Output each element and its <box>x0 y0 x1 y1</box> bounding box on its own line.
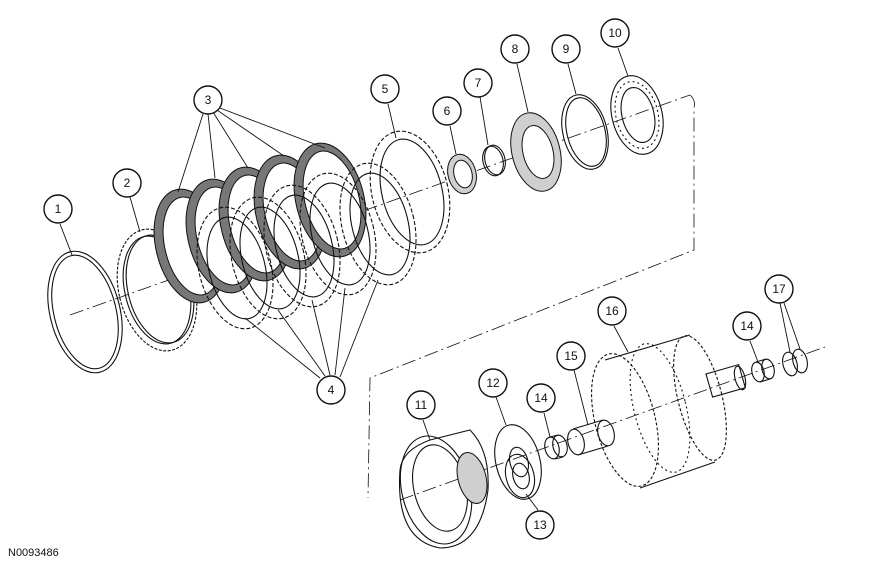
callout-4: 4 <box>316 375 346 405</box>
steel-plate <box>229 196 307 320</box>
callout-6: 6 <box>432 96 462 126</box>
callout-10-label: 10 <box>608 26 622 40</box>
callout-16-label: 16 <box>605 304 619 318</box>
callout-8: 8 <box>500 34 530 64</box>
callout-3-label: 3 <box>205 93 212 107</box>
callout-9: 9 <box>551 34 581 64</box>
part-6-ring <box>447 153 477 195</box>
part-12-thrust-washer <box>494 424 542 500</box>
callout-1-label: 1 <box>55 202 62 216</box>
part-8-piston <box>510 112 562 192</box>
part-7-seal <box>482 144 506 177</box>
callout-14a: 14 <box>526 383 556 413</box>
callout-8-label: 8 <box>512 42 519 56</box>
callout-14b-label: 14 <box>740 319 754 333</box>
callout-2: 2 <box>112 168 142 198</box>
callout-2-label: 2 <box>124 176 131 190</box>
figure-reference-code: N0093486 <box>8 547 59 559</box>
callout-14a-label: 14 <box>534 391 548 405</box>
steel-plate <box>299 172 377 296</box>
callout-15-label: 15 <box>564 349 578 363</box>
part-3-friction-plates <box>153 142 367 304</box>
callout-5: 5 <box>370 74 400 104</box>
callout-17-label: 17 <box>772 282 786 296</box>
part-15-sleeve <box>567 419 615 456</box>
callout-16: 16 <box>597 296 627 326</box>
callout-7: 7 <box>463 68 493 98</box>
part-16-clutch-hub <box>591 334 747 489</box>
part-17-seal-rings <box>782 348 808 377</box>
part-14-bushing-b <box>751 358 775 383</box>
part-1-snap-ring <box>47 250 123 374</box>
callout-17: 17 <box>764 274 794 304</box>
part-10-spring-assembly <box>610 75 664 155</box>
callout-11: 11 <box>406 390 436 420</box>
steel-plate <box>196 206 274 330</box>
callout-14b: 14 <box>732 311 762 341</box>
callout-13-label: 13 <box>533 518 547 532</box>
callout-9-label: 9 <box>563 42 570 56</box>
leader-lines <box>59 47 801 511</box>
part-14-bushing-a <box>544 434 568 460</box>
callout-12-label: 12 <box>486 376 500 390</box>
callout-1: 1 <box>43 194 73 224</box>
callout-11-label: 11 <box>415 398 428 412</box>
callout-5-label: 5 <box>382 82 389 96</box>
part-11-housing <box>398 429 489 549</box>
part-9-seal-ring <box>561 94 609 170</box>
steel-plate <box>339 162 417 286</box>
steel-plate <box>263 184 341 308</box>
callout-10: 10 <box>600 18 630 48</box>
callout-4-label: 4 <box>328 383 335 397</box>
callout-13: 13 <box>525 510 555 540</box>
part-13-washer <box>504 453 536 499</box>
callout-7-label: 7 <box>475 76 482 90</box>
callout-15: 15 <box>556 341 586 371</box>
part-4-steel-plates <box>196 162 417 330</box>
callout-3: 3 <box>193 85 223 115</box>
callout-6-label: 6 <box>444 104 451 118</box>
connection-axis <box>367 94 695 499</box>
part-5-plate <box>369 130 451 254</box>
callout-12: 12 <box>478 368 508 398</box>
